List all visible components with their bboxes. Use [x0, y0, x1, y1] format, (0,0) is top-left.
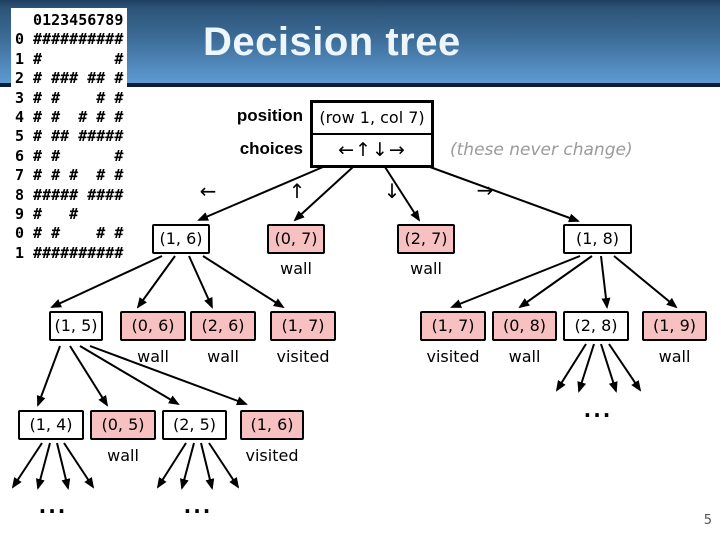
edge-25-c — [200, 442, 215, 490]
edge-14-b — [35, 442, 51, 490]
edge-label-right: → — [476, 178, 494, 202]
tree-node-1-7-left: (1, 7) — [270, 311, 336, 341]
edge-14-a — [11, 442, 43, 489]
tree-node-1-6: (1, 6) — [152, 224, 210, 254]
slide-title: Decision tree — [203, 20, 461, 64]
page-number: 5 — [703, 513, 712, 528]
tree-node-0-7: (0, 7) — [267, 224, 325, 254]
edge-15-14 — [36, 345, 61, 407]
node-status-0-6: wall — [137, 347, 169, 366]
edge-25-a — [156, 442, 187, 489]
choices-label: choices — [239, 139, 303, 158]
tree-node-0-5: (0, 5) — [90, 410, 156, 440]
tree-node-1-4: (1, 4) — [18, 410, 84, 440]
edge-25-d — [208, 442, 240, 489]
edge-14-c — [56, 442, 71, 490]
edge-14-d — [63, 442, 95, 489]
node-status-0-5: wall — [107, 446, 139, 465]
node-status-1-7-left: visited — [276, 347, 330, 366]
ellipsis-under-2-5: ... — [183, 494, 213, 518]
ellipsis-under-2-8: ... — [583, 398, 613, 422]
edge-16-26 — [188, 255, 213, 309]
position-label: position — [236, 106, 303, 125]
edge-15-05 — [69, 345, 109, 407]
node-status-2-6: wall — [207, 347, 239, 366]
node-status-1-9: wall — [658, 347, 691, 366]
ellipsis-under-1-4: ... — [38, 494, 68, 518]
edge-label-left: ← — [199, 179, 217, 203]
tree-node-2-5: (2, 5) — [162, 410, 227, 440]
edge-18-17 — [450, 255, 581, 308]
edge-28-d — [608, 343, 642, 392]
edge-28-c — [600, 343, 618, 393]
edge-28-a — [555, 343, 587, 392]
node-status-0-8: wall — [508, 347, 541, 366]
choices-value: ←↑↓→ — [338, 139, 406, 161]
position-value: (row 1, col 7) — [313, 103, 431, 135]
never-change-note: (these never change) — [450, 140, 633, 160]
tree-node-2-8: (2, 8) — [563, 311, 629, 341]
edge-28-b — [577, 343, 595, 393]
edge-18-19 — [613, 255, 678, 309]
edge-18-08 — [518, 255, 593, 309]
node-status-1-7-right: visited — [426, 347, 480, 366]
tree-node-1-6-revisit: (1, 6) — [240, 410, 304, 440]
edge-18-28 — [600, 255, 611, 309]
tree-node-1-8: (1, 8) — [563, 224, 632, 254]
edge-16-06 — [136, 255, 176, 309]
node-status-2-7: wall — [410, 259, 442, 278]
edge-label-down: ↓ — [383, 179, 401, 203]
tree-node-0-8: (0, 8) — [492, 311, 557, 341]
tree-node-1-5: (1, 5) — [49, 311, 103, 341]
edge-25-b — [179, 442, 195, 490]
edge-root-right — [429, 166, 580, 223]
node-status-1-6-revisit: visited — [245, 446, 299, 465]
tree-node-1-7-right: (1, 7) — [420, 311, 486, 341]
root-state-box: (row 1, col 7) ←↑↓→ — [310, 100, 434, 168]
tree-node-0-6: (0, 6) — [120, 311, 186, 341]
node-status-0-7: wall — [280, 259, 312, 278]
tree-node-1-9: (1, 9) — [642, 311, 707, 341]
tree-node-2-6: (2, 6) — [190, 311, 256, 341]
tree-node-2-7: (2, 7) — [397, 224, 455, 254]
maze-grid: 0123456789 0 ########## 1 # # 2 # ### ##… — [11, 8, 128, 267]
edge-label-up: ↑ — [288, 179, 306, 203]
